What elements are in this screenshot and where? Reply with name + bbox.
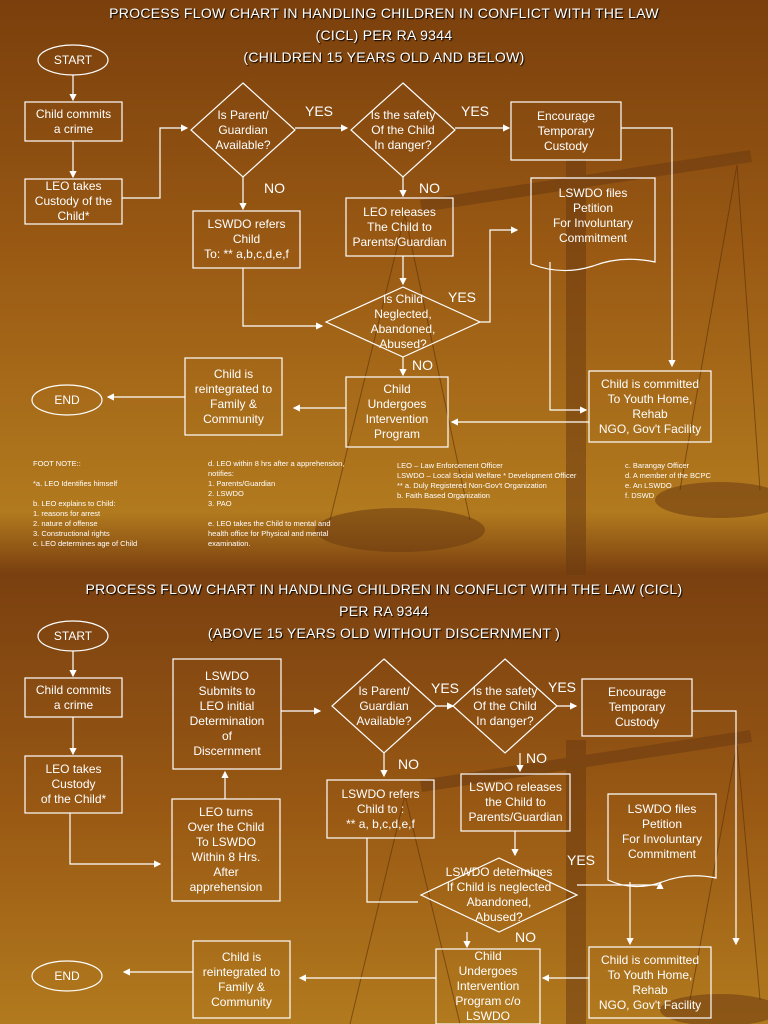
c2-leo-custody-label: LEO takes Custody of the Child*	[40, 762, 107, 806]
c1-encourage-box	[510, 101, 622, 161]
c1-lswdo-refers-label: LSWDO refers Child To: ** a,b,c,d,e,f	[204, 217, 289, 261]
c2-petition-label: LSWDO files Petition For Involuntary Com…	[621, 802, 703, 861]
c2-leo-custody-box	[24, 755, 123, 814]
c1-title-line1: PROCESS FLOW CHART IN HANDLING CHILDREN …	[109, 5, 659, 21]
c1-leo-custody-box	[24, 178, 123, 225]
c2-leo-turns-box	[171, 798, 281, 902]
c1-petition-label: LSWDO files Petition For Involuntary Com…	[552, 186, 634, 245]
c2-lswdo-releases-label: LSWDO releases the Child to Parents/Guar…	[468, 780, 563, 824]
c2-title-line1: PROCESS FLOW CHART IN HANDLING CHILDREN …	[85, 581, 683, 597]
c1-intervention-label: Child Undergoes Intervention Program	[365, 382, 429, 441]
c2-committed-label: Child is committed To Youth Home, Rehab …	[598, 952, 702, 1012]
c1-title-line3: (CHILDREN 15 YEARS OLD AND BELOW)	[243, 49, 525, 65]
c2-neglect-diamond	[419, 857, 579, 933]
c2-title-line2: PER RA 9344	[339, 603, 429, 619]
c2-encourage-label: Encourage Temporary Custody	[607, 685, 667, 729]
c1-parent-question: Is Parent/ Guardian Available?	[215, 107, 271, 152]
c2-leo-turns-label: LEO turns Over the Child To LSWDO Within…	[187, 805, 265, 894]
c2-start-label: START	[53, 628, 93, 643]
c1-lswdo-refers-box	[192, 210, 301, 269]
c2-neglect-question: LSWDO determines If Child is neglected A…	[445, 865, 553, 924]
c2-no-safety: NO	[526, 750, 547, 766]
c2-intervention-box	[435, 948, 541, 1024]
c1-end-label: END	[54, 392, 80, 407]
c2-safety-diamond	[452, 658, 558, 754]
c2-reintegrated-label: Child is reintegrated to Family & Commun…	[202, 949, 281, 1009]
c2-parent-question: Is Parent/ Guardian Available?	[356, 683, 412, 728]
c1-yes-safety: YES	[461, 103, 490, 119]
c1-footnote-d: c. Barangay Officer d. A member of the B…	[625, 461, 711, 500]
c1-reintegrated-label: Child is reintegrated to Family & Commun…	[194, 366, 273, 426]
c1-intervention-box	[345, 376, 449, 448]
c2-determination-box	[172, 658, 282, 770]
c2-yes-safety: YES	[548, 679, 577, 695]
c2-end-oval	[31, 960, 103, 992]
c1-footnote-c: LEO – Law Enforcement Officer LSWDO – Lo…	[397, 461, 577, 500]
c1-no-neglect: NO	[412, 357, 433, 373]
c2-no-neglect: NO	[515, 929, 536, 945]
c2-intervention-label: Child Undergoes Intervention Program c/o…	[455, 949, 521, 1023]
c1-end-oval	[31, 384, 103, 416]
c1-leo-releases-box	[345, 197, 454, 257]
c1-committed-box	[588, 370, 712, 443]
c1-encourage-label: Encourage Temporary Custody	[536, 108, 596, 153]
c2-safety-question: Is the safety Of the Child In danger?	[472, 683, 538, 728]
c1-commit-label: Child commits a crime	[35, 106, 112, 136]
c1-neglect-question: Is Child Neglected, Abandoned, Abused?	[370, 292, 436, 351]
c1-safety-question: Is the safety Of the Child In danger?	[370, 107, 436, 152]
c1-no-safety: NO	[419, 180, 440, 196]
c1-leo-releases-label: LEO releases The Child to Parents/Guardi…	[352, 204, 447, 249]
c1-footnote-b: d. LEO within 8 hrs after a apprehension…	[208, 459, 345, 548]
c2-reintegrated-box	[192, 940, 291, 1019]
c2-yes-parent: YES	[431, 680, 460, 696]
c1-committed-label: Child is committed To Youth Home, Rehab …	[598, 376, 702, 436]
c2-no-parent: NO	[398, 756, 419, 772]
c2-end-label: END	[54, 968, 80, 983]
c1-petition-doc	[530, 177, 656, 272]
c1-title-line2: (CICL) PER RA 9344	[315, 27, 453, 43]
c1-yes-parent: YES	[305, 103, 334, 119]
c1-leo-custody-label: LEO takes Custody of the Child*	[34, 179, 113, 223]
c1-yes-neglect: YES	[448, 289, 477, 305]
c1-start-label: START	[53, 52, 93, 67]
c1-no-parent: NO	[264, 180, 285, 196]
c2-lswdo-refers-box	[326, 779, 435, 839]
c1-footnote-a: FOOT NOTE:: *a. LEO Identifies himself b…	[33, 459, 138, 548]
c2-commit-label: Child commits a crime	[35, 682, 112, 712]
c2-lswdo-refers-label: LSWDO refers Child to : ** a, b,c,d,e,f	[341, 786, 420, 831]
c2-committed-box	[588, 946, 712, 1019]
c2-encourage-box	[581, 678, 693, 737]
c2-determination-label: LSWDO Submits to LEO initial Determinati…	[189, 669, 265, 758]
c2-yes-neglect: YES	[567, 852, 596, 868]
c2-title-line3: (ABOVE 15 YEARS OLD WITHOUT DISCERNMENT …	[207, 625, 561, 641]
